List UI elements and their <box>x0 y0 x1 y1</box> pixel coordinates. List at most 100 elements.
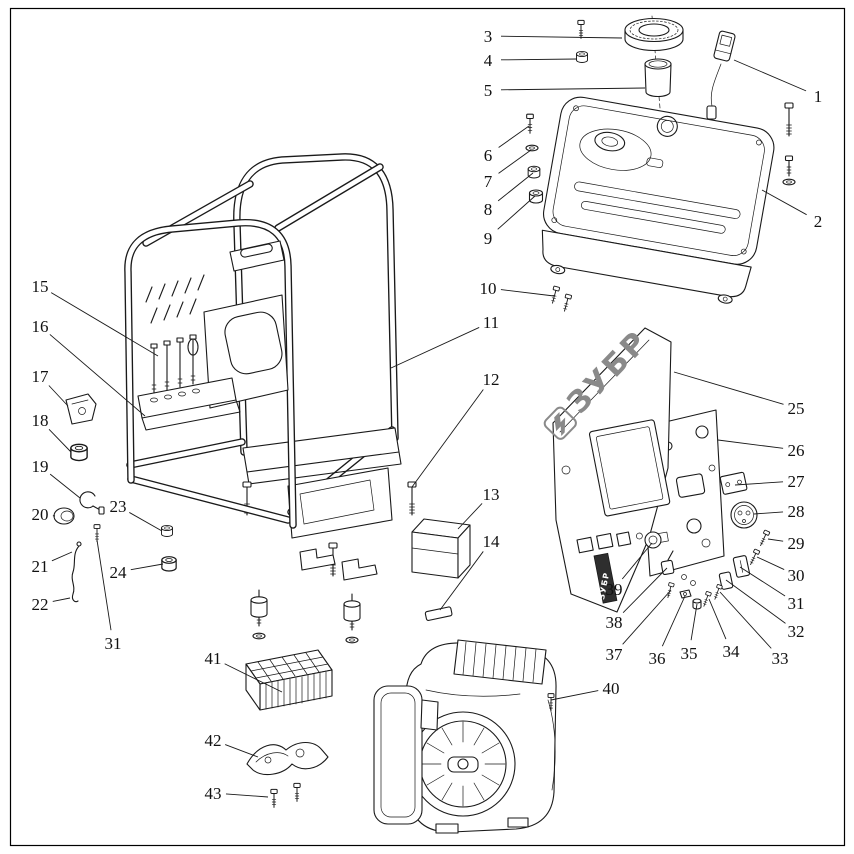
stud <box>176 337 184 388</box>
leader-line-16 <box>49 334 146 417</box>
part-number-39: 39 <box>606 580 623 599</box>
stud <box>163 340 171 391</box>
angle-bracket <box>341 558 378 581</box>
part-number-36: 36 <box>649 649 666 668</box>
part-number-21: 21 <box>32 557 49 576</box>
starter-handle <box>447 756 479 773</box>
part-number-10: 10 <box>480 279 497 298</box>
part-number-31: 31 <box>788 594 805 613</box>
leader-line-2 <box>761 189 807 216</box>
leader-line-31 <box>739 566 786 597</box>
leader-line-33 <box>719 591 772 649</box>
part-number-6: 6 <box>484 146 493 165</box>
part-number-12: 12 <box>483 370 500 389</box>
breaker-cover <box>718 571 734 590</box>
leader-line-26 <box>717 439 784 449</box>
frame <box>124 153 417 644</box>
cylinder-fins <box>453 639 547 685</box>
leader-line-37 <box>622 589 672 645</box>
part-number-2: 2 <box>814 212 823 231</box>
part-number-37: 37 <box>606 645 624 664</box>
leader-line-6 <box>498 125 530 148</box>
vent-screw <box>577 19 585 39</box>
base-plate <box>242 427 400 473</box>
tank-bolt <box>784 102 794 137</box>
part-number-31: 31 <box>105 634 122 653</box>
part-number-1: 1 <box>814 87 823 106</box>
bushing <box>161 556 177 572</box>
cap-grommet <box>576 50 588 63</box>
leader-line-30 <box>756 556 785 570</box>
stud <box>150 343 158 394</box>
bracket <box>65 393 97 425</box>
leader-line-9 <box>497 195 536 230</box>
tank-mount-screw <box>526 113 534 134</box>
panel-screw <box>664 582 675 599</box>
small-screw <box>93 524 101 543</box>
grommet <box>161 524 173 537</box>
part-number-32: 32 <box>788 622 805 641</box>
control-panel-assembly: ЗУБР ЗУБР <box>543 324 771 613</box>
part-number-3: 3 <box>484 27 493 46</box>
fuel-tank-assembly <box>525 15 796 313</box>
rubber-foot <box>70 443 88 462</box>
mount-washer <box>252 632 266 640</box>
part-number-23: 23 <box>110 497 127 516</box>
leader-line-14 <box>439 551 484 611</box>
part-number-22: 22 <box>32 595 49 614</box>
left-small-parts <box>53 393 177 603</box>
fuel-tank <box>541 96 775 304</box>
leader-line-25 <box>673 371 784 405</box>
part-number-19: 19 <box>32 457 49 476</box>
part-number-40: 40 <box>603 679 620 698</box>
tank-bottom-screw <box>549 285 561 305</box>
part-number-24: 24 <box>110 563 128 582</box>
part-number-35: 35 <box>681 644 698 663</box>
part-number-30: 30 <box>788 566 805 585</box>
vibration-mount <box>250 589 268 627</box>
part-number-8: 8 <box>484 200 493 219</box>
part-number-5: 5 <box>484 81 493 100</box>
part-number-38: 38 <box>606 613 623 632</box>
leader-line-24 <box>130 563 164 571</box>
support-bracket <box>246 741 329 776</box>
part-number-20: 20 <box>32 505 49 524</box>
small-bracket <box>679 589 692 599</box>
leader-line-32 <box>725 579 786 624</box>
leader-line-43 <box>225 793 269 798</box>
leader-line-5 <box>500 87 646 91</box>
part-number-18: 18 <box>32 411 49 430</box>
leader-line-15 <box>50 292 159 357</box>
stud <box>189 334 197 385</box>
outlet-cover <box>719 471 748 495</box>
vibration-mount <box>343 593 361 631</box>
leader-line-4 <box>500 58 578 61</box>
part-number-11: 11 <box>483 313 499 332</box>
part-number-34: 34 <box>723 642 741 661</box>
leader-line-39 <box>621 542 653 580</box>
leader-line-29 <box>767 538 784 542</box>
part-number-27: 27 <box>788 472 806 491</box>
wire-rod <box>71 541 82 603</box>
leader-line-12 <box>411 389 484 488</box>
leader-line-3 <box>500 35 623 39</box>
air-filter-cover <box>373 685 423 825</box>
leader-line-8 <box>497 172 534 202</box>
tank-mount-washer <box>525 144 539 152</box>
ground-terminal <box>644 531 662 549</box>
panel-screw <box>712 583 723 601</box>
fuel-cap <box>624 17 684 52</box>
leader-line-18 <box>48 429 72 453</box>
part-number-43: 43 <box>205 784 222 803</box>
leader-line-31 <box>96 539 112 631</box>
mount-washer <box>345 636 359 644</box>
part-number-25: 25 <box>788 399 805 418</box>
leader-line-36 <box>661 595 686 647</box>
part-number-14: 14 <box>483 532 501 551</box>
part-number-42: 42 <box>205 731 222 750</box>
leader-line-11 <box>390 327 480 369</box>
part-number-13: 13 <box>483 485 500 504</box>
leader-line-10 <box>500 289 555 297</box>
recoil-starter <box>410 711 516 817</box>
